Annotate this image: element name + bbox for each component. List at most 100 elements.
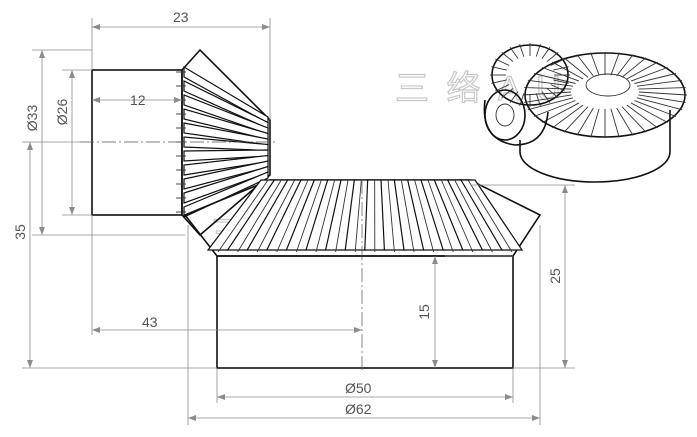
iso-large-gear-tooth: [634, 73, 677, 84]
iso-pinion-tooth: [495, 58, 510, 66]
iso-large-gear-tooth: [626, 61, 658, 80]
iso-large-gear-tooth: [524, 94, 572, 103]
iso-large-gear-tooth: [630, 66, 668, 82]
large-gear-tooth: [459, 179, 524, 251]
iso-large-gear-tooth: [636, 79, 683, 87]
iso-pinion: [483, 43, 570, 146]
large-gear-tooth-edge: [276, 179, 309, 253]
iso-pinion-bore: [495, 103, 515, 127]
large-gear-tooth-edge: [414, 179, 435, 253]
iso-large-gear-tooth: [576, 107, 594, 136]
iso-large-gear-tooth: [638, 91, 688, 96]
iso-large-gear-tooth: [621, 57, 647, 78]
dim-hub-length: 12: [92, 92, 182, 108]
dim-top-width: 23: [91, 9, 271, 120]
dim-inner-height-label: 15: [416, 304, 432, 320]
iso-pinion-tooth: [553, 79, 569, 84]
iso-pinion-tooth: [541, 91, 551, 103]
large-gear-tooth-edge: [335, 179, 349, 253]
large-gear-hub: [216, 255, 514, 369]
iso-large-gear-tooth: [563, 106, 589, 133]
iso-large-gear-tooth: [522, 91, 572, 96]
large-gear-tooth-edge: [427, 179, 454, 253]
pinion-gear: [80, 48, 275, 237]
iso-pinion-tooth: [491, 66, 507, 71]
large-gear-tooth-edge: [440, 179, 474, 253]
dim-base-diameter-label: Ø50: [345, 380, 372, 396]
iso-large-gear-tooth: [542, 66, 580, 82]
dim-inner-height: 15: [416, 255, 513, 368]
iso-large-gear-tooth: [527, 97, 574, 111]
iso-pinion-tooth: [546, 88, 559, 98]
large-gear-tooth-edge: [400, 179, 415, 253]
iso-large-gear-tooth: [590, 52, 600, 76]
isometric-preview: [483, 43, 688, 183]
dim-offset-label: 43: [142, 314, 158, 330]
large-gear-tooth-edge: [354, 179, 362, 253]
iso-large-gear-tooth: [621, 106, 647, 133]
iso-pinion-tooth: [553, 66, 569, 71]
dim-offset: 43: [91, 215, 362, 335]
iso-large-gear-body: [519, 110, 671, 183]
pinion-teeth: [176, 48, 271, 237]
iso-pinion-tooth: [501, 52, 514, 62]
dim-hub-inner: Ø26: [54, 69, 92, 216]
large-gear-tooth-edge: [237, 179, 282, 253]
iso-pinion-tooth: [491, 79, 507, 84]
dim-hub-outer: Ø33: [24, 49, 185, 236]
iso-pinion-tooth: [550, 84, 565, 92]
large-gear-tooth-edge: [467, 179, 513, 253]
iso-large-gear-tooth: [610, 108, 620, 138]
dim-hub-outer-label: Ø33: [24, 105, 40, 132]
iso-pinion-face: [484, 89, 526, 141]
iso-pinion-tooth: [519, 43, 525, 57]
iso-large-gear-tooth: [590, 108, 600, 138]
iso-large-gear-tooth: [638, 94, 686, 103]
dim-outer-diameter-label: Ø62: [345, 401, 372, 417]
iso-large-gear-tooth: [533, 73, 576, 84]
iso-large-gear-tooth: [634, 100, 677, 117]
iso-large-gear-tooth: [576, 54, 594, 77]
dim-outer-diameter: Ø62: [187, 225, 541, 425]
iso-pinion-tooth: [501, 88, 514, 98]
iso-pinion-tooth: [541, 47, 551, 59]
iso-large-gear-tooth: [541, 102, 580, 124]
dim-total-height-label: 35: [12, 224, 28, 240]
iso-large-gear-tooth: [630, 102, 669, 124]
dim-hub-inner-label: Ø26: [54, 99, 70, 126]
dim-total-height: 35: [12, 141, 217, 369]
iso-pinion-tooth: [535, 43, 541, 57]
iso-pinion-tooth: [546, 52, 559, 62]
iso-large-gear-tooth: [626, 104, 658, 129]
iso-large-gear-bore: [585, 73, 631, 97]
iso-large-gear-tooth: [610, 52, 620, 76]
iso-pinion-tooth: [495, 84, 510, 92]
large-gear-tooth-edge: [256, 179, 296, 253]
large-gear-tooth-edge: [454, 179, 493, 253]
iso-pinion-tooth: [509, 91, 519, 103]
iso-large-gear-tooth: [616, 107, 634, 136]
iso-large-gear-tooth: [552, 104, 584, 129]
large-gear-tooth-edge: [387, 179, 395, 253]
iso-large-gear-tooth: [616, 54, 634, 77]
large-gear-tooth-edge: [295, 179, 322, 253]
iso-pinion-tooth: [535, 93, 541, 107]
dim-right-height-label: 25: [547, 268, 563, 284]
iso-large-gear: [519, 52, 688, 183]
large-gear-tooth-edge: [315, 179, 336, 253]
pinion-teeth-outline: [181, 48, 271, 237]
dim-hub-length-label: 12: [130, 92, 146, 108]
pinion-tooth: [183, 171, 269, 218]
iso-pinion-tooth: [550, 58, 565, 66]
iso-large-gear-tooth: [638, 87, 686, 90]
dim-top-width-label: 23: [173, 9, 189, 25]
large-gear-tooth-edge: [217, 179, 269, 253]
large-gear-teeth: [183, 179, 542, 257]
dim-base-diameter: Ø50: [216, 368, 514, 403]
iso-large-gear-tooth: [563, 57, 589, 78]
dim-right-height: 25: [470, 184, 575, 369]
iso-pinion-tooth: [509, 47, 519, 59]
iso-large-gear-tooth: [636, 97, 683, 111]
iso-large-gear-tooth: [533, 100, 576, 117]
